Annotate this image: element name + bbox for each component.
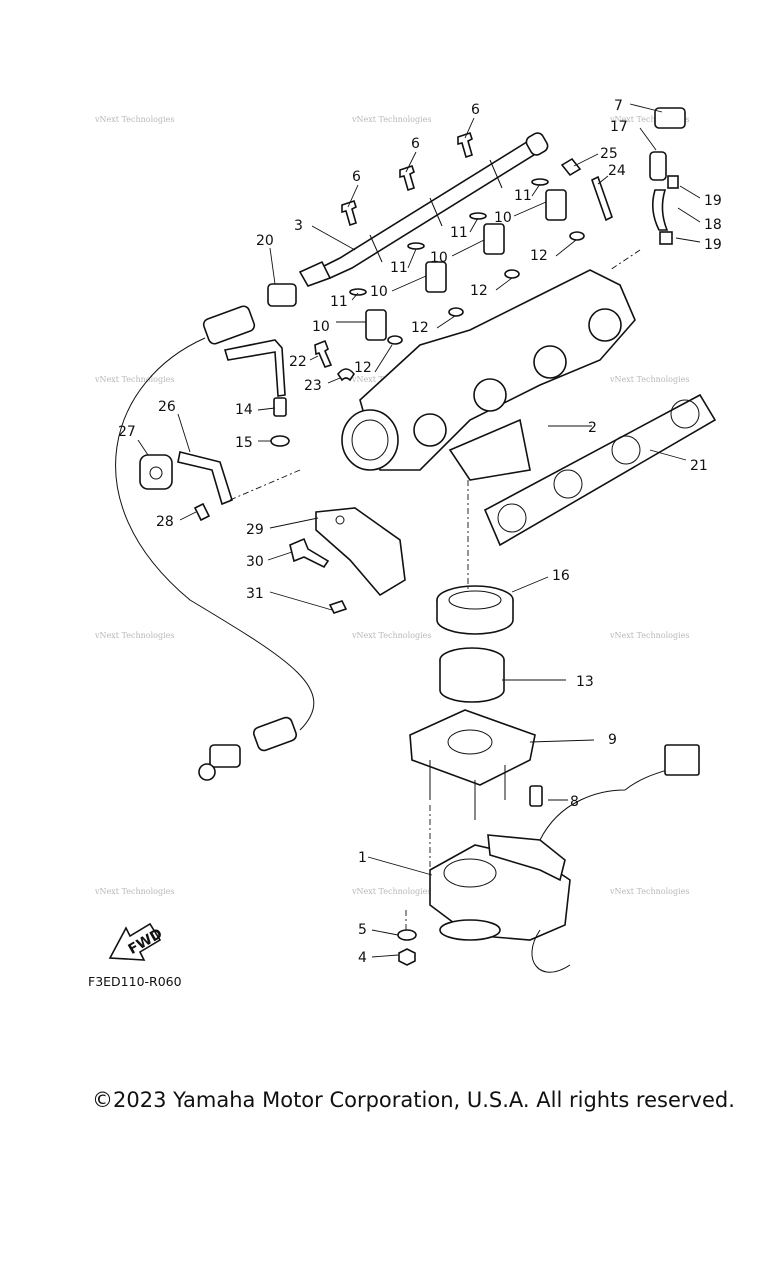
- sensor-bracket[interactable]: [139, 451, 233, 522]
- throttle-fasteners[interactable]: [397, 929, 417, 966]
- part-label: 11: [330, 294, 348, 310]
- rail-bolts[interactable]: [341, 131, 473, 227]
- part-label: 28: [156, 514, 174, 530]
- part-label: 11: [514, 188, 532, 204]
- part-label: 30: [246, 554, 264, 570]
- leader-lines: [137, 103, 701, 958]
- part-label: 3: [294, 218, 303, 234]
- part-label: 18: [704, 217, 722, 233]
- watermark: vNext Technologies: [94, 115, 174, 124]
- stud-and-plug[interactable]: [560, 157, 613, 222]
- manifold-fasteners[interactable]: [314, 339, 355, 382]
- intake-temp-sensor-harness[interactable]: [115, 283, 315, 781]
- part-label: 4: [358, 950, 367, 966]
- part-label: 10: [370, 284, 388, 300]
- part-label: 22: [289, 354, 307, 370]
- part-label: 20: [256, 233, 274, 249]
- drawing-code: F3ED110-R060: [88, 974, 182, 989]
- fuel-rail[interactable]: [298, 131, 550, 287]
- part-label: 13: [576, 674, 594, 690]
- copyright-notice: ©2023 Yamaha Motor Corporation, U.S.A. A…: [92, 1088, 735, 1112]
- part-label: 17: [610, 119, 628, 135]
- part-label: 15: [235, 435, 253, 451]
- fuel-injectors[interactable]: [365, 189, 567, 341]
- watermark: vNext Technologies: [94, 631, 174, 640]
- intake-manifold[interactable]: [341, 269, 636, 481]
- part-label: 2: [588, 420, 597, 436]
- temp-sensor[interactable]: [270, 397, 290, 447]
- part-label: 27: [118, 424, 136, 440]
- part-label: 10: [312, 319, 330, 335]
- manifold-gasket[interactable]: [483, 393, 717, 547]
- part-label: 12: [470, 283, 488, 299]
- part-label: 8: [570, 794, 579, 810]
- part-label: 5: [358, 922, 367, 938]
- part-label: 19: [704, 237, 722, 253]
- part-label: 11: [390, 260, 408, 276]
- watermark: vNext Technologies: [609, 631, 689, 640]
- throttle-seal[interactable]: [436, 585, 514, 635]
- part-label: 12: [530, 248, 548, 264]
- watermark: vNext Technologies: [351, 115, 431, 124]
- injector-seals[interactable]: [349, 178, 585, 345]
- part-label: 6: [471, 102, 480, 118]
- part-label: 7: [614, 98, 623, 114]
- part-label: 11: [450, 225, 468, 241]
- part-label: 12: [354, 360, 372, 376]
- part-label: 14: [235, 402, 253, 418]
- watermark: vNext Technologies: [351, 887, 431, 896]
- part-label: 19: [704, 193, 722, 209]
- part-label: 12: [411, 320, 429, 336]
- part-label: 6: [411, 136, 420, 152]
- intake-screen[interactable]: [439, 647, 505, 703]
- watermark: vNext Technologies: [351, 631, 431, 640]
- watermark: vNext Technologies: [609, 115, 689, 124]
- part-label: 10: [494, 210, 512, 226]
- part-label: 1: [358, 850, 367, 866]
- manifold-stay[interactable]: [289, 507, 406, 614]
- watermark: vNext Technologies: [609, 375, 689, 384]
- part-label: 25: [600, 146, 618, 162]
- part-label: 31: [246, 586, 264, 602]
- part-label: 23: [304, 378, 322, 394]
- part-label: 26: [158, 399, 176, 415]
- throttle-spacer[interactable]: [409, 709, 543, 820]
- throttle-body[interactable]: [429, 744, 700, 973]
- watermark: vNext Technologies: [94, 887, 174, 896]
- forward-arrow-icon: FWD: [108, 922, 165, 961]
- part-label: 6: [352, 169, 361, 185]
- part-label: 21: [690, 458, 708, 474]
- part-labels: 1 2 3 4 5 6 6 6 7 8 9 10 10 10 10 11 11 …: [118, 98, 722, 966]
- part-label: 10: [430, 250, 448, 266]
- part-label: 29: [246, 522, 264, 538]
- part-label: 9: [608, 732, 617, 748]
- pressure-sensor-assembly[interactable]: [609, 107, 686, 271]
- part-label: 16: [552, 568, 570, 584]
- watermark: vNext Technologies: [94, 375, 174, 384]
- part-label: 24: [608, 163, 626, 179]
- watermark: vNext Technologies: [609, 887, 689, 896]
